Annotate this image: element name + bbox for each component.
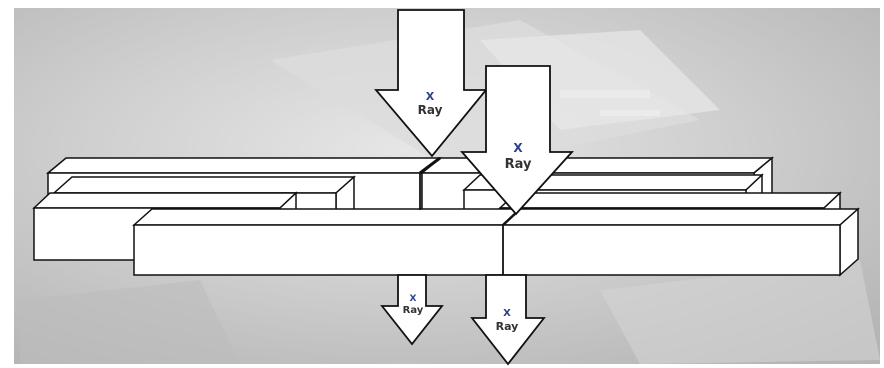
ray-label-x: X	[513, 141, 523, 155]
ray-label-word: Ray	[505, 157, 532, 172]
xray-arrow-bottom-right: X Ray	[470, 274, 546, 366]
ray-label-x: X	[410, 294, 417, 304]
ray-label-word: Ray	[496, 320, 519, 333]
xray-arrow-bottom-left: X Ray	[380, 274, 444, 346]
xray-arrow-top-left: X Ray	[374, 9, 488, 158]
ray-label-word: Ray	[418, 103, 443, 117]
ray-label-x: X	[503, 308, 511, 319]
beam-front	[132, 207, 860, 277]
xray-arrow-top-right: X Ray	[460, 65, 575, 216]
ray-label-x: X	[426, 90, 435, 103]
weld-seam-left	[419, 156, 441, 210]
ray-label-word: Ray	[403, 305, 424, 316]
